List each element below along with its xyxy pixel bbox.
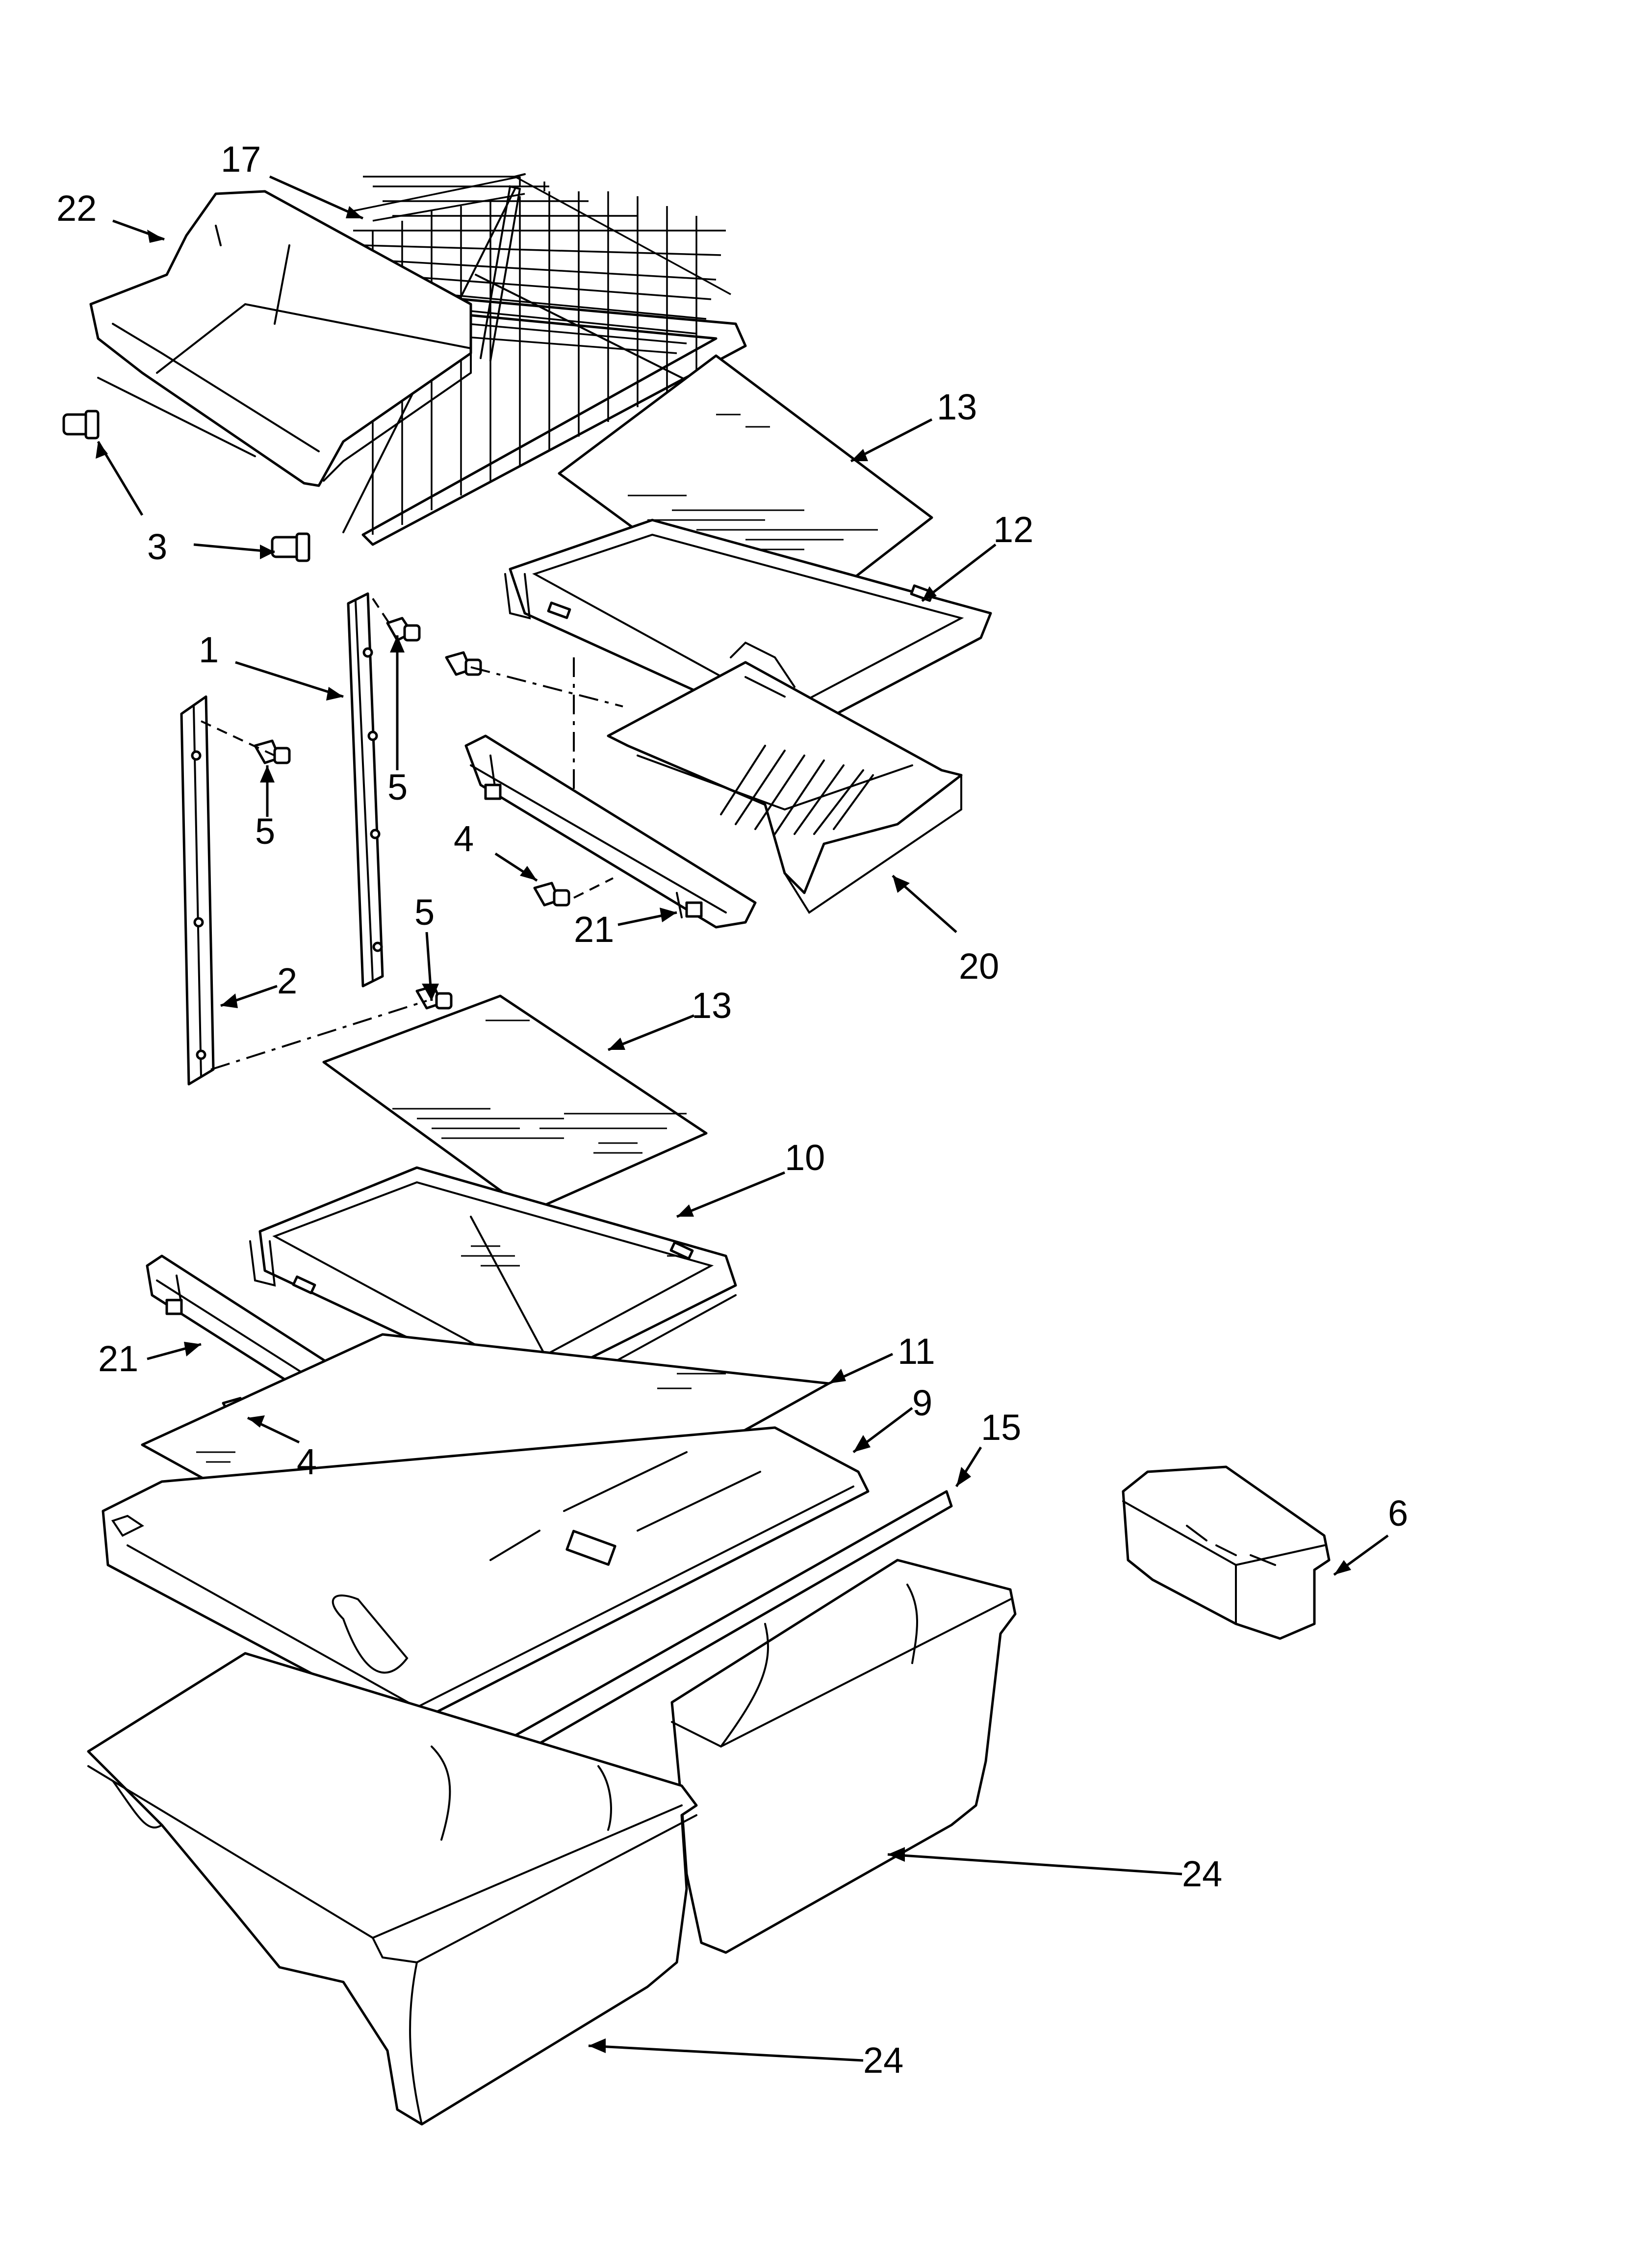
callout-24-left: 24: [863, 2040, 903, 2081]
callout-11: 11: [898, 1331, 935, 1372]
callout-5-right: 5: [387, 767, 408, 808]
crisper-pan-part-22: [89, 190, 472, 487]
callout-6: 6: [1388, 1493, 1408, 1534]
screw-part-5-b: [254, 739, 291, 764]
callout-12: 12: [993, 509, 1033, 550]
callout-17: 17: [221, 139, 261, 180]
callout-3: 3: [147, 526, 167, 567]
callout-2: 2: [277, 961, 297, 1001]
callout-4-upper: 4: [454, 818, 474, 859]
callout-labels: 17 22 13 12 3 1 5 5 5 4 21 20 2 13 10 21…: [56, 139, 1408, 2081]
callout-24-right: 24: [1182, 1853, 1222, 1894]
callout-13-lower: 13: [692, 985, 732, 1026]
callout-9: 9: [912, 1382, 932, 1423]
door-bin-part-6: [1122, 1465, 1331, 1640]
callout-21-lower: 21: [98, 1338, 138, 1379]
callout-15: 15: [981, 1407, 1021, 1448]
crisper-drawer-part-20: [607, 641, 963, 914]
callout-5-left: 5: [255, 811, 275, 852]
crisper-drawer-part-24-left: [87, 1652, 698, 2126]
callout-10: 10: [785, 1137, 825, 1178]
shelf-stud-part-3: [62, 410, 310, 562]
screw-part-5-d: [445, 651, 482, 676]
callout-5-lower: 5: [414, 892, 435, 933]
callout-20: 20: [959, 946, 999, 987]
screw-part-4-a: [533, 882, 570, 907]
callout-21-upper: 21: [574, 909, 614, 950]
screw-part-5-a: [386, 617, 421, 642]
shelf-support-part-1: [347, 592, 384, 988]
callout-arrowheads: [96, 206, 1351, 2053]
callout-13-upper: 13: [937, 387, 977, 427]
callout-1: 1: [199, 629, 219, 670]
glass-insert-part-13-lower: [322, 994, 708, 1213]
shelf-support-part-2: [180, 695, 215, 1086]
callout-22: 22: [56, 188, 97, 229]
shelf-rail-part-21-upper: [464, 734, 757, 929]
callout-4-lower: 4: [297, 1441, 317, 1482]
